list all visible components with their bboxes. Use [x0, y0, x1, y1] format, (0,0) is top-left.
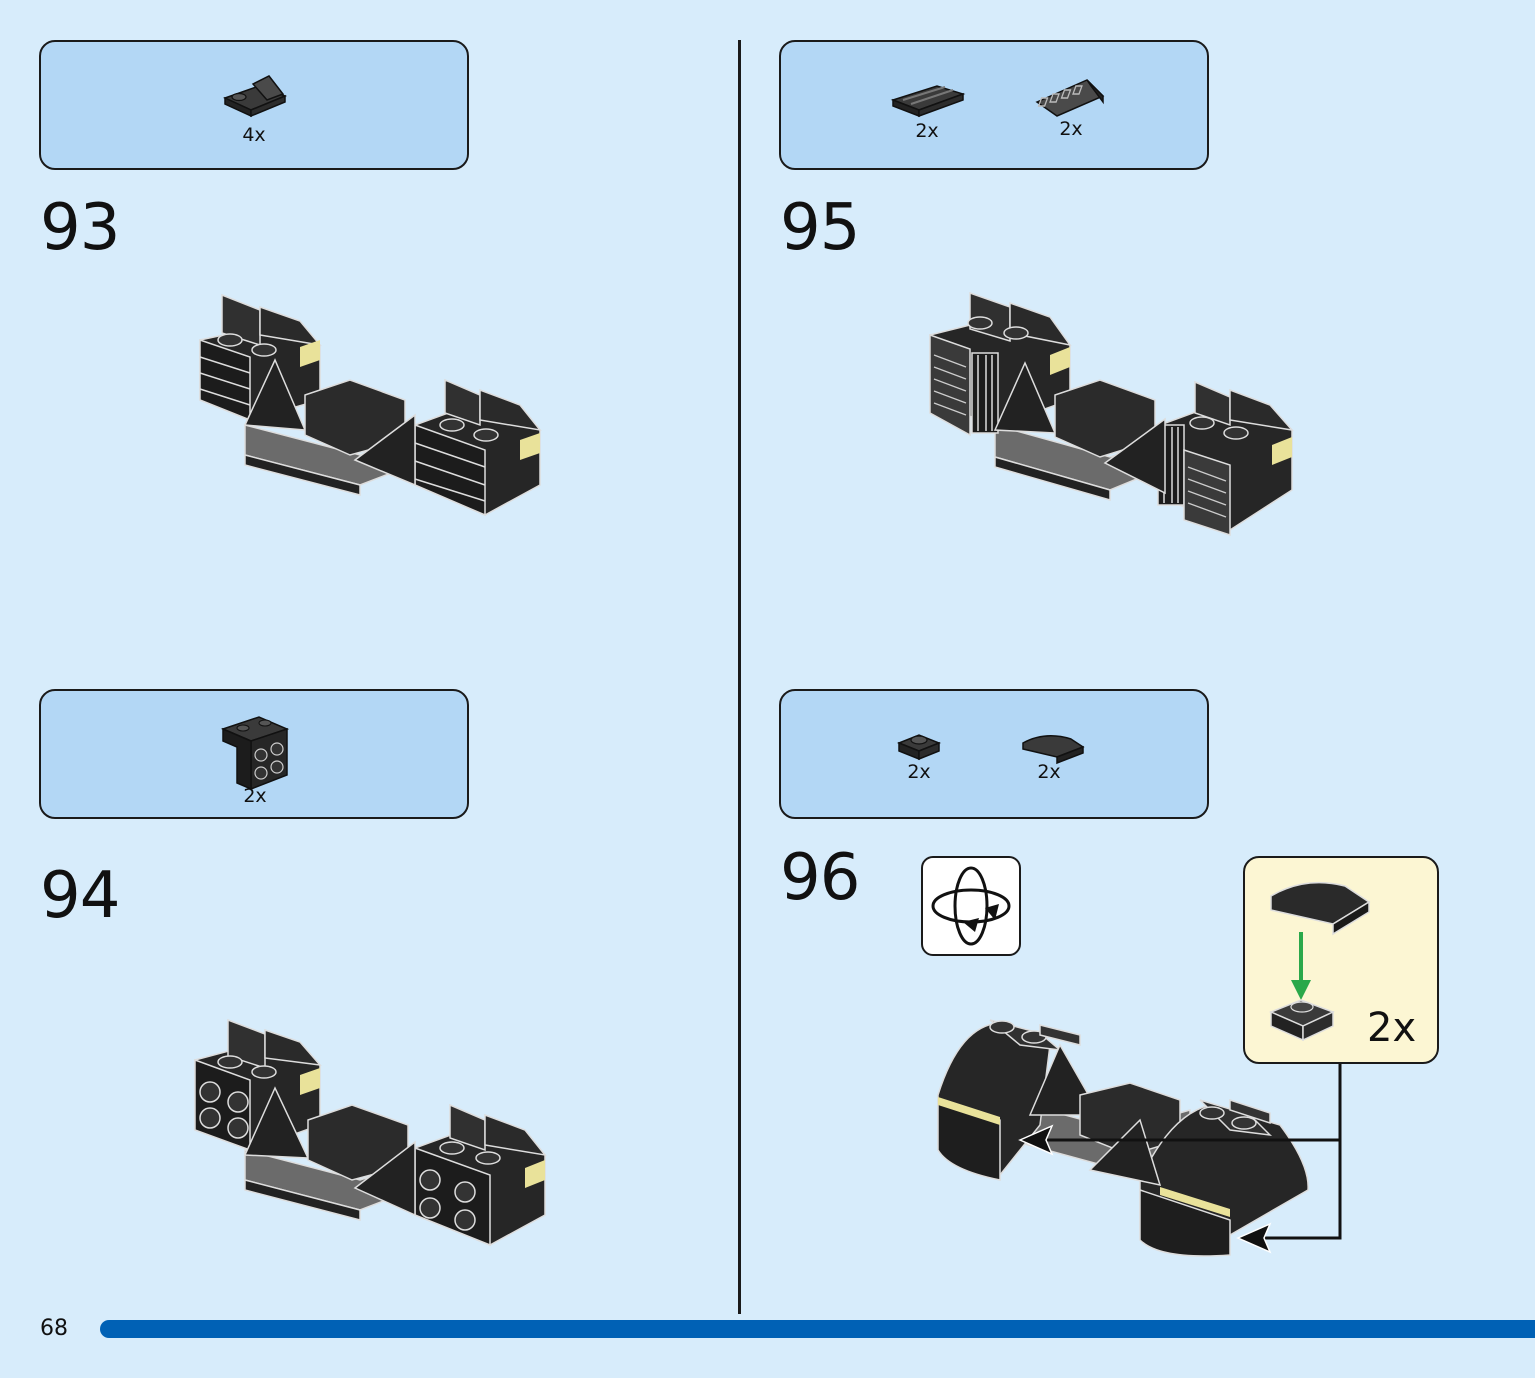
progress-bar — [100, 1320, 1535, 1338]
step-96-model-illustration — [937, 1019, 1309, 1257]
part-curved-slope: 2x — [1009, 729, 1089, 783]
part-bracket-2x2: 2x — [215, 711, 295, 807]
step-number-93: 93 — [40, 191, 120, 265]
step-93-model-illustration — [199, 293, 542, 517]
curved-slope-icon — [1022, 735, 1085, 765]
part-bracket-plate: 4x — [219, 70, 289, 146]
rotate-model-indicator — [921, 856, 1021, 956]
column-divider — [738, 40, 741, 1314]
parts-box-step-96: 2x 2x — [779, 689, 1209, 819]
part-qty: 2x — [243, 785, 267, 807]
part-grille-slope: 2x — [1031, 72, 1111, 140]
part-qty: 2x — [1059, 118, 1083, 140]
step-number-96: 96 — [780, 841, 860, 915]
part-qty: 4x — [242, 124, 266, 146]
rotate-model-icon — [931, 866, 1011, 946]
part-qty: 2x — [915, 120, 939, 142]
sub-assembly-callout: 2x — [1243, 856, 1439, 1064]
parts-box-step-95: 2x 2x — [779, 40, 1209, 170]
sub-assembly-illustration — [1269, 881, 1371, 1042]
callout-qty: 2x — [1367, 1005, 1417, 1051]
grooved-plate-icon — [890, 85, 966, 118]
step-95-model-illustration — [929, 291, 1294, 537]
plate-1x1-icon — [896, 734, 942, 761]
grille-slope-icon — [1035, 79, 1105, 117]
bracket-plate-icon — [223, 75, 288, 118]
step-94-model-illustration — [194, 1018, 547, 1247]
parts-box-step-93: 4x — [39, 40, 469, 170]
step-number-95: 95 — [780, 191, 860, 265]
part-plate-1x1: 2x — [891, 729, 947, 783]
bracket-2x2-icon — [220, 716, 290, 791]
part-qty: 2x — [907, 761, 931, 783]
page-number: 68 — [40, 1316, 68, 1341]
part-qty: 2x — [1037, 761, 1061, 783]
part-grooved-plate: 2x — [887, 78, 967, 142]
step-number-94: 94 — [40, 859, 120, 933]
parts-box-step-94: 2x — [39, 689, 469, 819]
